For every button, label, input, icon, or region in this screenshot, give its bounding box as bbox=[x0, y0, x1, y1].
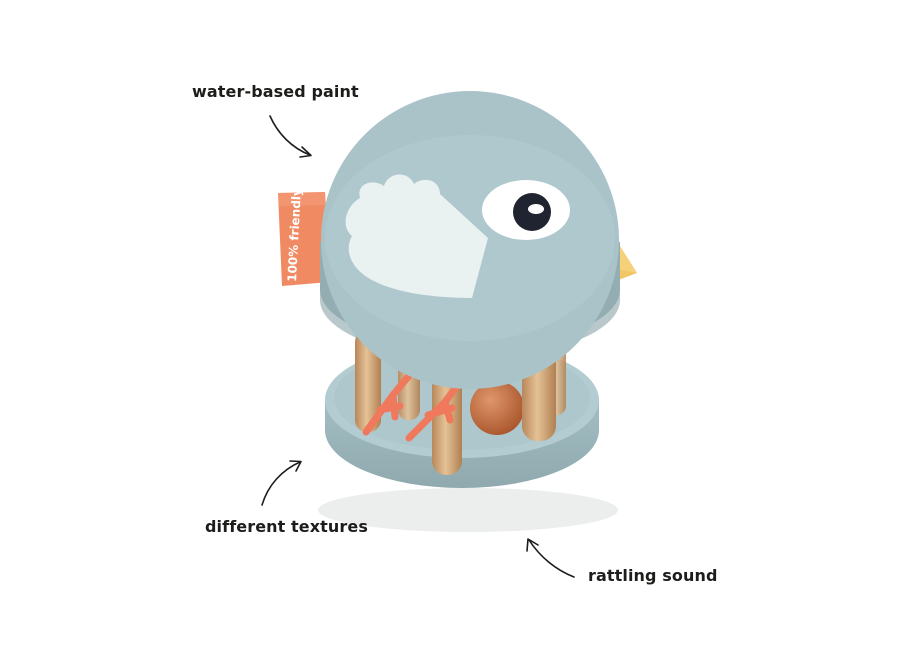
arrow-paint-icon bbox=[269, 115, 311, 156]
ground-shadow bbox=[318, 488, 618, 532]
arrow-sound-icon bbox=[528, 539, 575, 578]
arrow-sound-head bbox=[526, 538, 539, 552]
wing bbox=[345, 174, 488, 298]
rattle-ball bbox=[470, 381, 524, 435]
arrow-textures-head bbox=[289, 460, 302, 472]
ribbon-legs bbox=[362, 341, 477, 442]
tag-text: 100% friendly bbox=[285, 188, 304, 282]
arrow-textures-icon bbox=[261, 461, 301, 506]
callout-different-textures: different textures bbox=[205, 517, 368, 536]
fabric-tag: 100% friendly bbox=[278, 188, 330, 286]
callout-rattling-sound: rattling sound bbox=[588, 566, 718, 585]
callout-water-based-paint: water-based paint bbox=[192, 82, 359, 101]
arrow-paint-head bbox=[299, 146, 312, 158]
bird-eye bbox=[482, 180, 570, 240]
